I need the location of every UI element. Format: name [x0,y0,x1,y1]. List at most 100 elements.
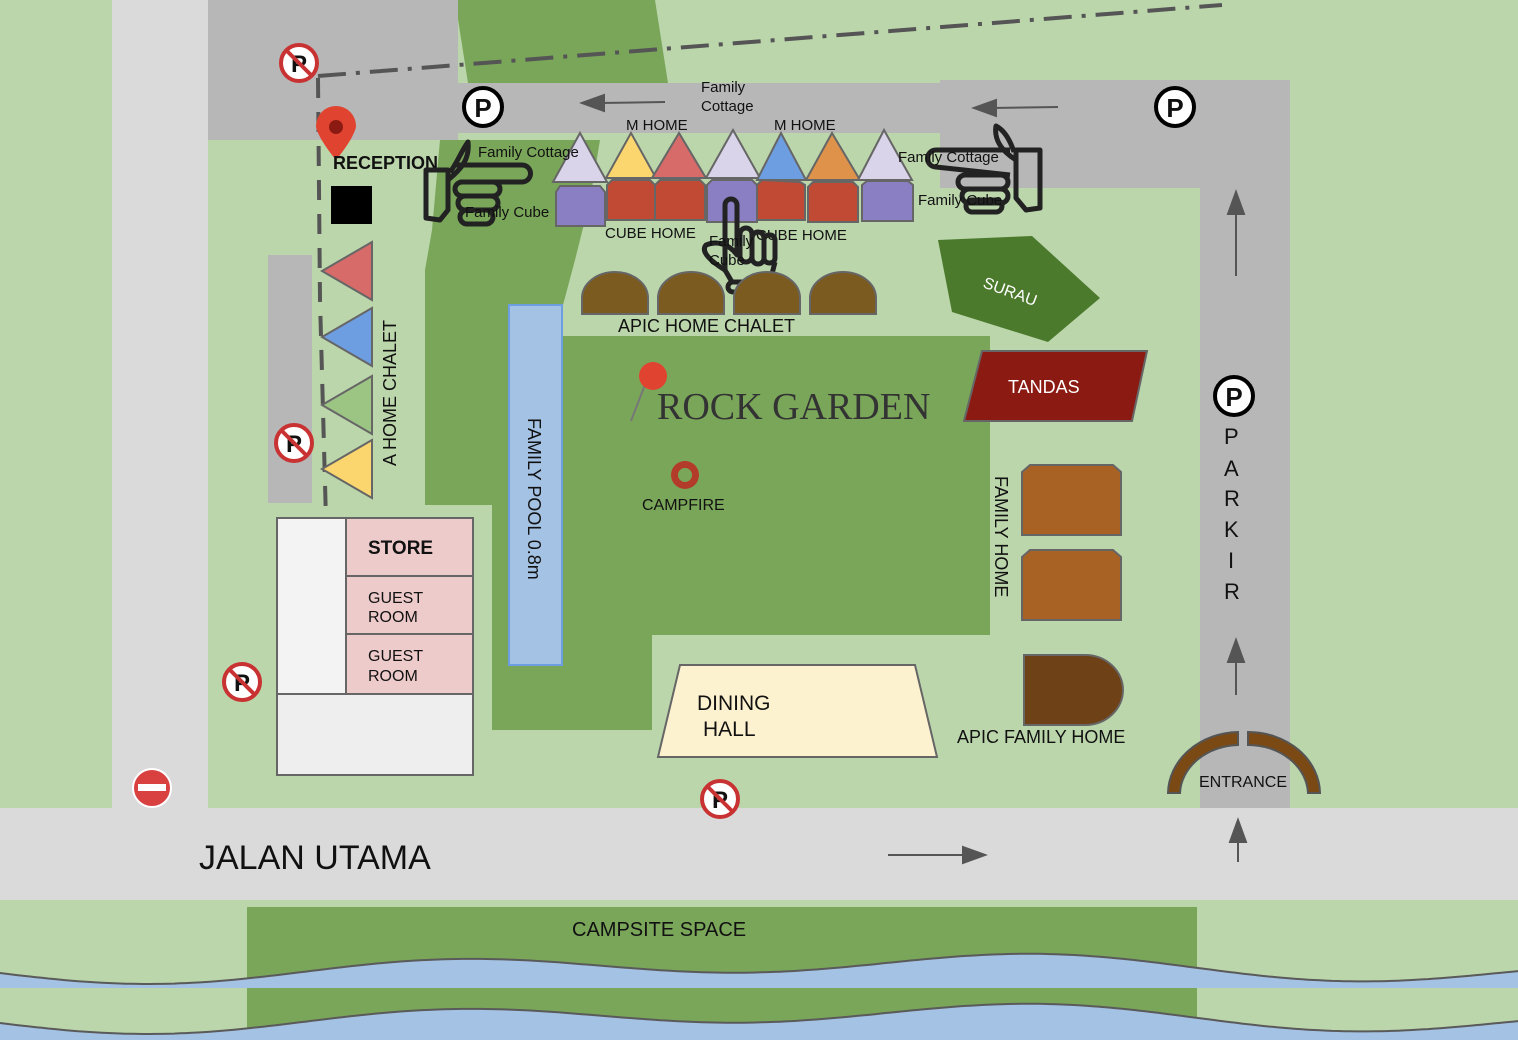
surau[interactable] [938,236,1100,342]
cube-5[interactable] [756,178,806,221]
guest-room-1-line2: ROOM [368,609,418,626]
walkway-line [316,77,334,771]
family-home-label: FAMILY HOME [991,476,1011,597]
entrance-label: ENTRANCE [1199,774,1287,791]
cottage-roof-5[interactable] [755,130,808,181]
river-lower [0,1003,1518,1040]
tandas-label: TANDAS [1008,377,1080,397]
cube-2[interactable] [606,179,656,221]
parking-icon-letter: P [1166,93,1183,123]
no-entry-icon [132,768,172,808]
top-green-area [455,0,668,83]
no-parking-icon: P [700,779,740,819]
family-home-1[interactable] [1021,464,1122,536]
parkir-letter: R [1224,486,1240,511]
parkir-letter: P [1224,424,1239,449]
a-chalet-yellow[interactable] [320,438,373,500]
dining-hall[interactable] [656,664,939,758]
direction-arrows [579,93,1248,865]
parking-icon[interactable]: P [462,86,504,128]
a-home-chalets [320,240,373,500]
campfire-icon[interactable] [671,461,699,489]
reception-building[interactable] [331,186,372,224]
parkir-label: P A R K I R [1224,424,1240,604]
guest-room-2-line1: GUEST [368,648,423,665]
store[interactable] [345,517,474,577]
cottage-roof-4[interactable] [704,127,762,179]
hand-pointing-right-icon [423,139,533,227]
parking-icon[interactable]: P [1213,375,1255,417]
family-cube-right-label: Family Cube [918,192,1002,209]
family-cottage-top-line2: Cottage [701,98,754,115]
apic-family-home-label: APIC FAMILY HOME [957,727,1125,747]
entrance-arch [1166,730,1322,794]
campfire-label: CAMPFIRE [642,497,725,514]
no-parking-icon: P [279,43,319,83]
family-home-2[interactable] [1021,549,1122,621]
cube-7[interactable] [861,180,914,222]
guest-room-2[interactable] [345,633,474,695]
jalan-utama-label: JALAN UTAMA [199,839,431,877]
cottage-roof-2[interactable] [604,130,658,179]
reception-label: RECEPTION [333,153,438,173]
apic-home-chalet-label: APIC HOME CHALET [618,316,795,336]
rock-garden-area [492,336,990,730]
apic-chalet-4[interactable] [809,271,877,315]
boundary-line [317,3,1223,78]
a-chalet-red[interactable] [320,240,373,302]
river-upper-edge-line [0,952,1518,985]
a-chalet-blue[interactable] [320,306,373,368]
main-road-jalan-utama [0,808,1518,900]
reception-marker-icon[interactable] [316,106,356,160]
right-road-parkir [1200,80,1290,810]
rock-garden-label: ROCK GARDEN [657,386,930,428]
parking-icon[interactable]: P [1154,86,1196,128]
cube-3[interactable] [654,179,706,221]
apic-chalet-1[interactable] [581,271,649,315]
cube-home-label-2: CUBE HOME [756,227,847,244]
no-parking-icon: P [274,423,314,463]
apic-chalet-2[interactable] [657,271,725,315]
store-label: STORE [368,538,433,559]
pin-icon [630,362,667,422]
parkir-letter: A [1224,456,1239,481]
dining-hall-line1: DINING [697,692,771,715]
guest-room-1-line1: GUEST [368,590,423,607]
family-cube-center-line2: Cube [709,252,745,269]
family-cottages [551,127,914,227]
family-cottage-right-label: Family Cottage [898,149,999,166]
m-home-label-2: M HOME [774,117,836,134]
parkir-letter: I [1228,548,1234,573]
parkir-letter: R [1224,579,1240,604]
guest-room-1[interactable] [345,575,474,635]
parking-icon-letter: P [474,93,491,123]
guest-room-2-line2: ROOM [368,668,418,685]
a-home-chalet-label: A HOME CHALET [380,320,400,466]
cube-1[interactable] [555,185,606,227]
parkir-letter: K [1224,517,1239,542]
no-parking-icon: P [222,662,262,702]
lower-block [276,693,474,776]
parking-icon-letter: P [1225,382,1242,412]
campsite-space-label: CAMPSITE SPACE [572,919,746,941]
cube-6[interactable] [807,181,859,223]
family-cube-center-line1: Family [709,233,754,250]
family-pool[interactable] [508,304,563,666]
a-chalet-green[interactable] [320,374,373,436]
left-parking-strip [268,255,312,503]
cottage-roof-3[interactable] [650,131,708,179]
tandas[interactable] [962,350,1149,422]
apic-chalet-3[interactable] [733,271,801,315]
cube-home-label-1: CUBE HOME [605,225,696,242]
cottage-roof-1[interactable] [551,130,609,183]
river-upper [0,953,1518,988]
family-cube-left-label: Family Cube [465,204,549,221]
river-lower-edge-line [0,1002,1518,1035]
cottage-roof-6[interactable] [804,130,862,181]
hand-pointing-left-icon [925,123,1043,215]
family-cottage-top-line1: Family [701,79,746,96]
m-home-label-1: M HOME [626,117,688,134]
family-pool-label: FAMILY POOL 0.8m [524,418,544,580]
apic-family-home[interactable] [1023,654,1124,726]
